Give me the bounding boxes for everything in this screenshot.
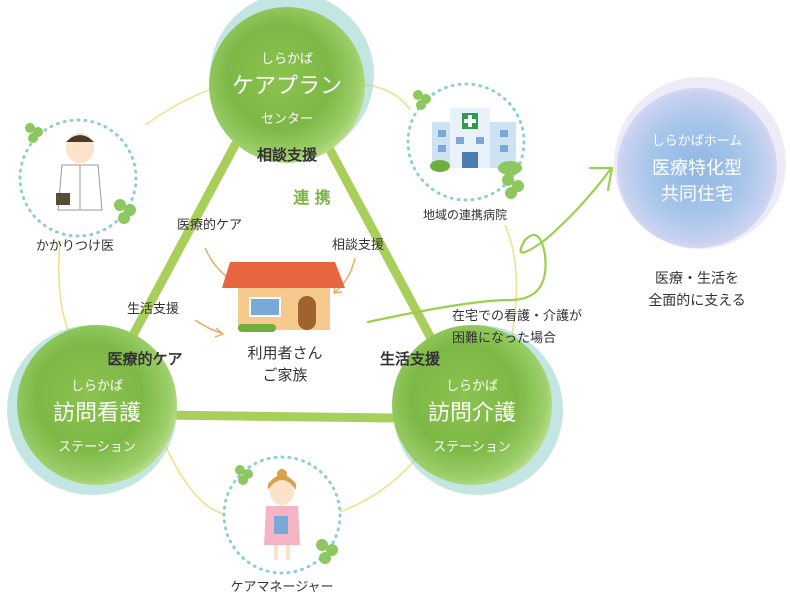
home-care-tag: 生活支援 <box>379 350 441 368</box>
home-note-line1: 医療・生活を <box>655 271 739 287</box>
transition-note-line2: 困難になった場合 <box>452 331 557 346</box>
nursing-suffix: ステーション <box>58 440 136 455</box>
circle-home-care-bg <box>392 325 563 495</box>
care-plan-suffix: センター <box>260 112 314 127</box>
home-title: 医療特化型 <box>652 158 742 179</box>
home-suffix: 共同住宅 <box>661 184 733 205</box>
hospital-icon <box>430 108 522 175</box>
center-family: ご家族 <box>262 366 308 384</box>
home-care-suffix: ステーション <box>433 440 511 455</box>
doctor-label: かかりつけ医 <box>35 239 115 254</box>
circle-home-bg <box>614 77 786 249</box>
care-manager-illustration <box>264 469 300 560</box>
label-seikatsu: 生活支援 <box>127 302 180 317</box>
renkei-label: 連 携 <box>293 188 331 207</box>
care-plan-subtitle: しらかば <box>260 52 314 67</box>
home-care-subtitle: しらかば <box>445 379 499 394</box>
house-icon <box>222 262 345 332</box>
home-note-line2: 全面的に支える <box>648 293 746 309</box>
arrow-icon <box>366 166 614 324</box>
center-user: 利用者さん <box>247 344 323 362</box>
home-care-title: 訪問介護 <box>427 401 517 426</box>
nursing-title: 訪問看護 <box>52 401 142 426</box>
transition-note-line1: 在宅での看護・介護が <box>452 309 583 324</box>
hospital-label: 地域の連携病院 <box>422 208 508 222</box>
home-subtitle: しらかばホーム <box>651 134 743 149</box>
nursing-subtitle: しらかば <box>70 379 124 394</box>
circle-nursing-bg <box>7 325 177 495</box>
label-sodan: 相談支援 <box>332 238 385 253</box>
manager-label: ケアマネージャー <box>230 580 334 595</box>
label-iryo-care: 医療的ケア <box>177 218 243 233</box>
triangle-bars <box>120 140 445 423</box>
care-plan-title: ケアプラン <box>231 74 343 99</box>
clover-decorations <box>25 90 524 564</box>
doctor-illustration <box>56 133 103 211</box>
circle-care-plan-bg <box>209 0 374 163</box>
nursing-tag: 医療的ケア <box>107 350 183 368</box>
care-plan-tag: 相談支援 <box>256 146 318 164</box>
